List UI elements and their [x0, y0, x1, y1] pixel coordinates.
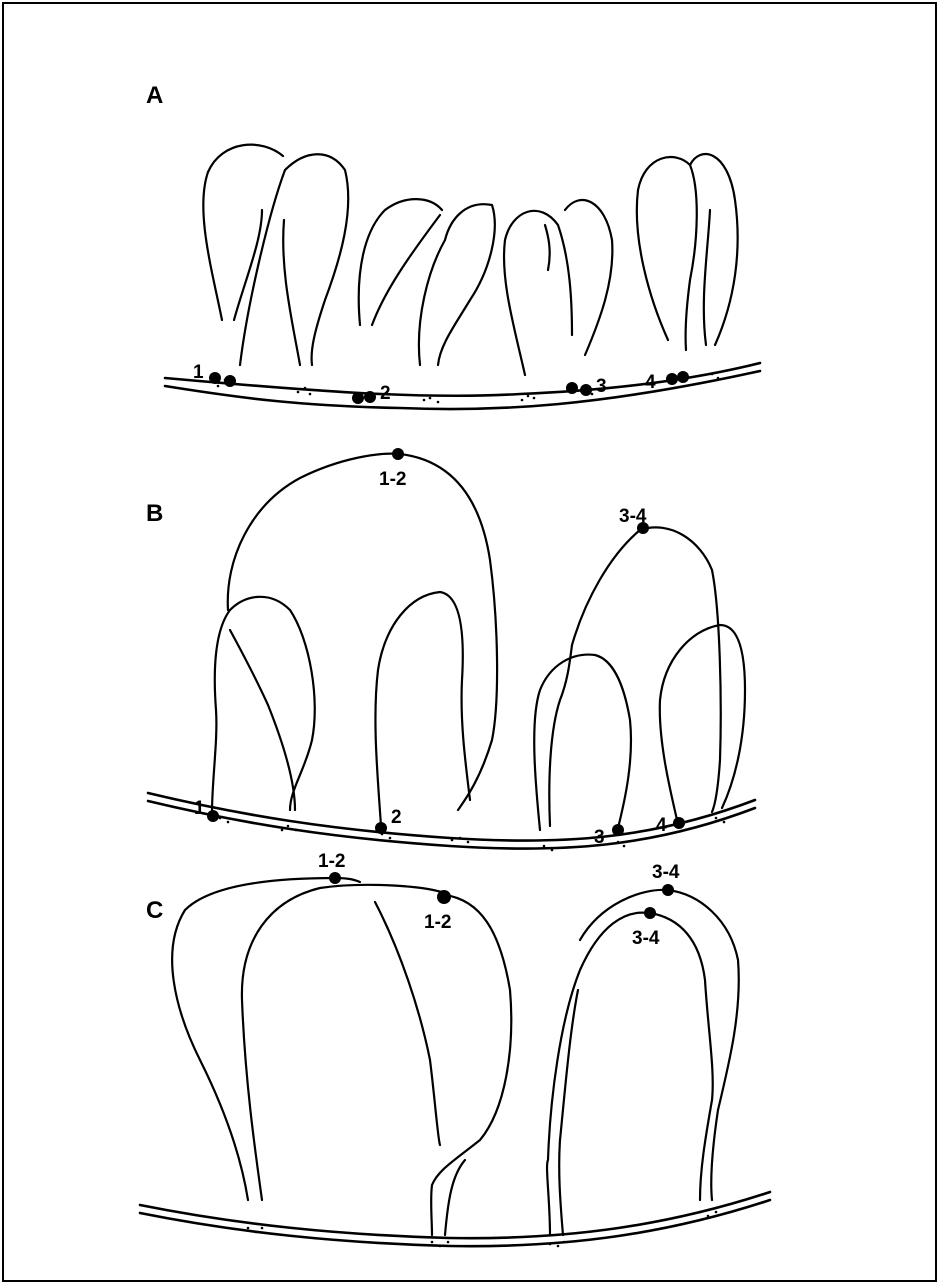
- site-dot: [352, 392, 364, 404]
- site-label-4: 4: [656, 815, 667, 836]
- site-dot: [364, 391, 376, 403]
- site-dot: [612, 824, 624, 836]
- site-dot: [329, 872, 341, 884]
- site-label-3-4: 3-4: [652, 862, 680, 883]
- site-dot: [437, 890, 451, 904]
- loop: [545, 225, 550, 270]
- panel-a-label: A: [146, 82, 163, 109]
- loop: [375, 592, 470, 826]
- loop: [228, 454, 497, 810]
- loop: [572, 527, 721, 812]
- panel-b-label: B: [146, 500, 163, 527]
- panel-c-label: C: [146, 897, 163, 924]
- loop: [704, 210, 710, 345]
- figure-frame: [3, 3, 936, 1281]
- site-label-1: 1: [193, 362, 204, 383]
- site-label-3: 3: [594, 827, 605, 848]
- chromosome-axis-c-upper: [140, 1192, 770, 1238]
- site-dot: [209, 372, 221, 384]
- site-label-4: 4: [645, 372, 656, 393]
- loop: [549, 645, 572, 826]
- site-dot: [566, 382, 578, 394]
- site-label-3: 3: [596, 376, 607, 397]
- loop: [690, 154, 738, 345]
- site-dot: [207, 810, 219, 822]
- site-label-1-2: 1-2: [318, 851, 345, 872]
- site-label-1: 1: [194, 798, 205, 819]
- loop: [242, 885, 445, 1200]
- site-dot: [662, 884, 674, 896]
- loop: [372, 215, 440, 325]
- loop: [431, 895, 511, 1235]
- loop: [559, 990, 578, 1235]
- loop: [283, 220, 300, 365]
- loop: [359, 199, 442, 325]
- site-dot: [375, 822, 387, 834]
- site-dot: [224, 375, 236, 387]
- site-dot: [677, 371, 689, 383]
- panel-a: A: [146, 82, 760, 409]
- site-label-3-4: 3-4: [632, 928, 660, 949]
- loop: [650, 913, 713, 1200]
- site-dot: [392, 448, 404, 460]
- site-dot: [673, 817, 685, 829]
- panel-c: C 1-2 1-2 3-4 3-4: [140, 851, 770, 1247]
- site-label-2: 2: [391, 807, 402, 828]
- loops-a: [203, 145, 737, 375]
- site-label-2: 2: [380, 383, 391, 404]
- site-label-1-2: 1-2: [424, 912, 451, 933]
- loop: [375, 902, 440, 1145]
- site-dot: [644, 907, 656, 919]
- loop: [637, 157, 697, 350]
- loops-b: [212, 454, 745, 830]
- loop: [203, 145, 283, 320]
- loop: [212, 597, 315, 812]
- site-label-3-4: 3-4: [619, 506, 647, 527]
- panel-b: B 1-2 3-4 1 2: [146, 448, 755, 851]
- loop: [504, 211, 572, 375]
- loop: [172, 878, 360, 1200]
- site-dot: [666, 373, 678, 385]
- loop: [660, 625, 745, 824]
- loop: [445, 1160, 465, 1235]
- site-dot: [580, 384, 592, 396]
- loop: [230, 630, 295, 810]
- loop: [547, 913, 648, 1235]
- site-label-1-2: 1-2: [379, 469, 406, 490]
